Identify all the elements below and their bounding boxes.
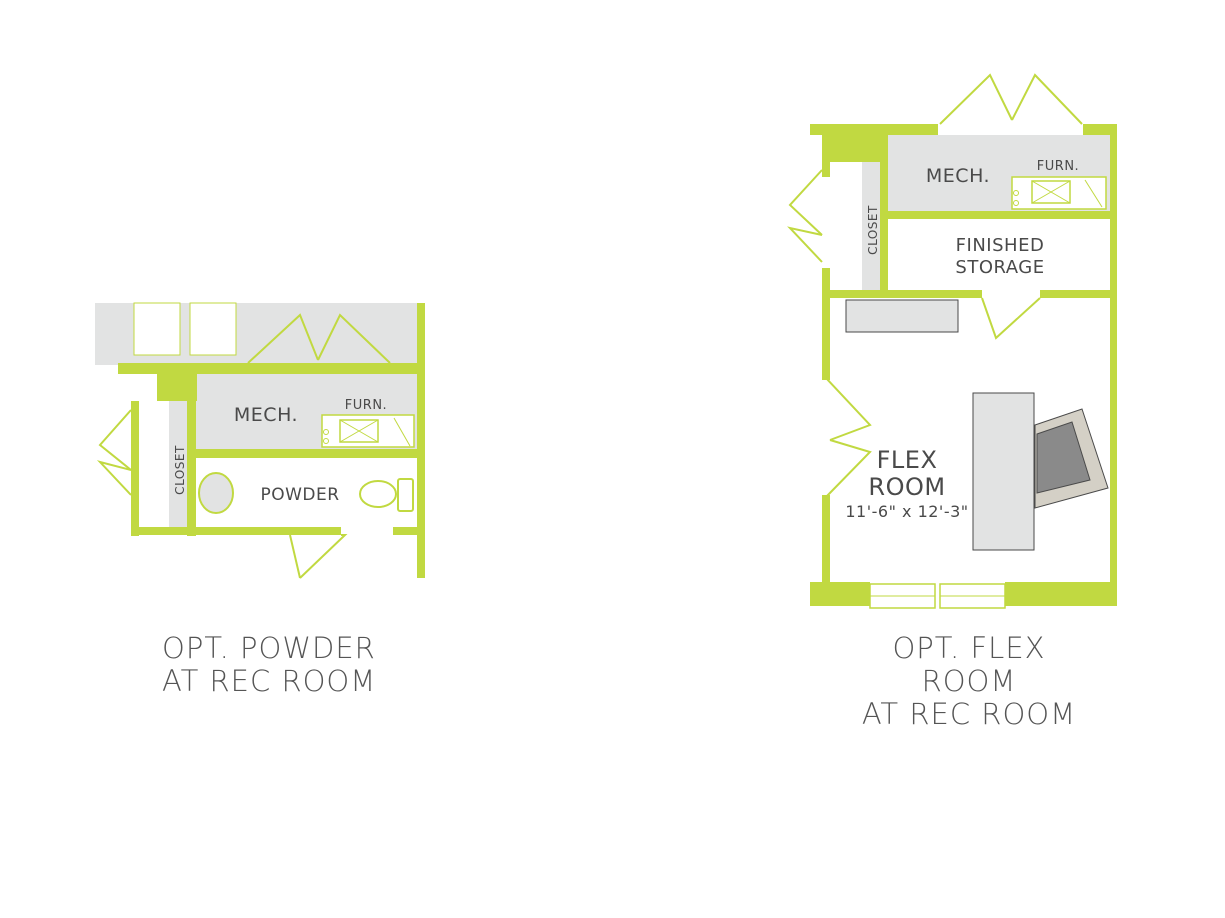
furn-label: FURN. (345, 398, 387, 413)
closet (169, 401, 187, 529)
mech-label: MECH. (234, 404, 298, 426)
closet-label: CLOSET (866, 205, 880, 255)
flex-dimensions: 11'-6" x 12'-3" (845, 502, 968, 521)
powder-caption: OPT. POWDER AT REC ROOM (162, 632, 376, 698)
flex-room-plan: MECH. FURN. CLOSET FINISHED STORAGE FLEX… (787, 73, 1117, 609)
powder-label: POWDER (260, 485, 339, 505)
walls (118, 303, 425, 578)
powder-caption-line1: OPT. POWDER (162, 631, 376, 665)
shelf (845, 299, 959, 333)
sink-fixture (198, 472, 234, 514)
mech-label: MECH. (926, 165, 990, 187)
powder-caption-line2: AT REC ROOM (162, 664, 377, 698)
flex-label-line2: ROOM (868, 473, 945, 501)
chair (1034, 408, 1109, 509)
flex-caption-line2: AT REC ROOM (861, 697, 1077, 731)
toilet-fixture (359, 480, 397, 508)
closet (862, 162, 880, 290)
storage-label-line2: STORAGE (955, 257, 1044, 278)
furn-label: FURN. (1037, 159, 1079, 174)
walls (810, 124, 1117, 606)
flex-label-line1: FLEX (877, 446, 938, 474)
flex-caption-line1: OPT. FLEX ROOM (892, 631, 1046, 698)
flex-caption: OPT. FLEX ROOM AT REC ROOM (840, 632, 1098, 731)
desk (972, 392, 1035, 551)
powder-plan: MECH. FURN. CLOSET POWDER (95, 302, 425, 579)
storage-label-line1: FINISHED (956, 235, 1045, 256)
closet-label: CLOSET (173, 445, 187, 495)
